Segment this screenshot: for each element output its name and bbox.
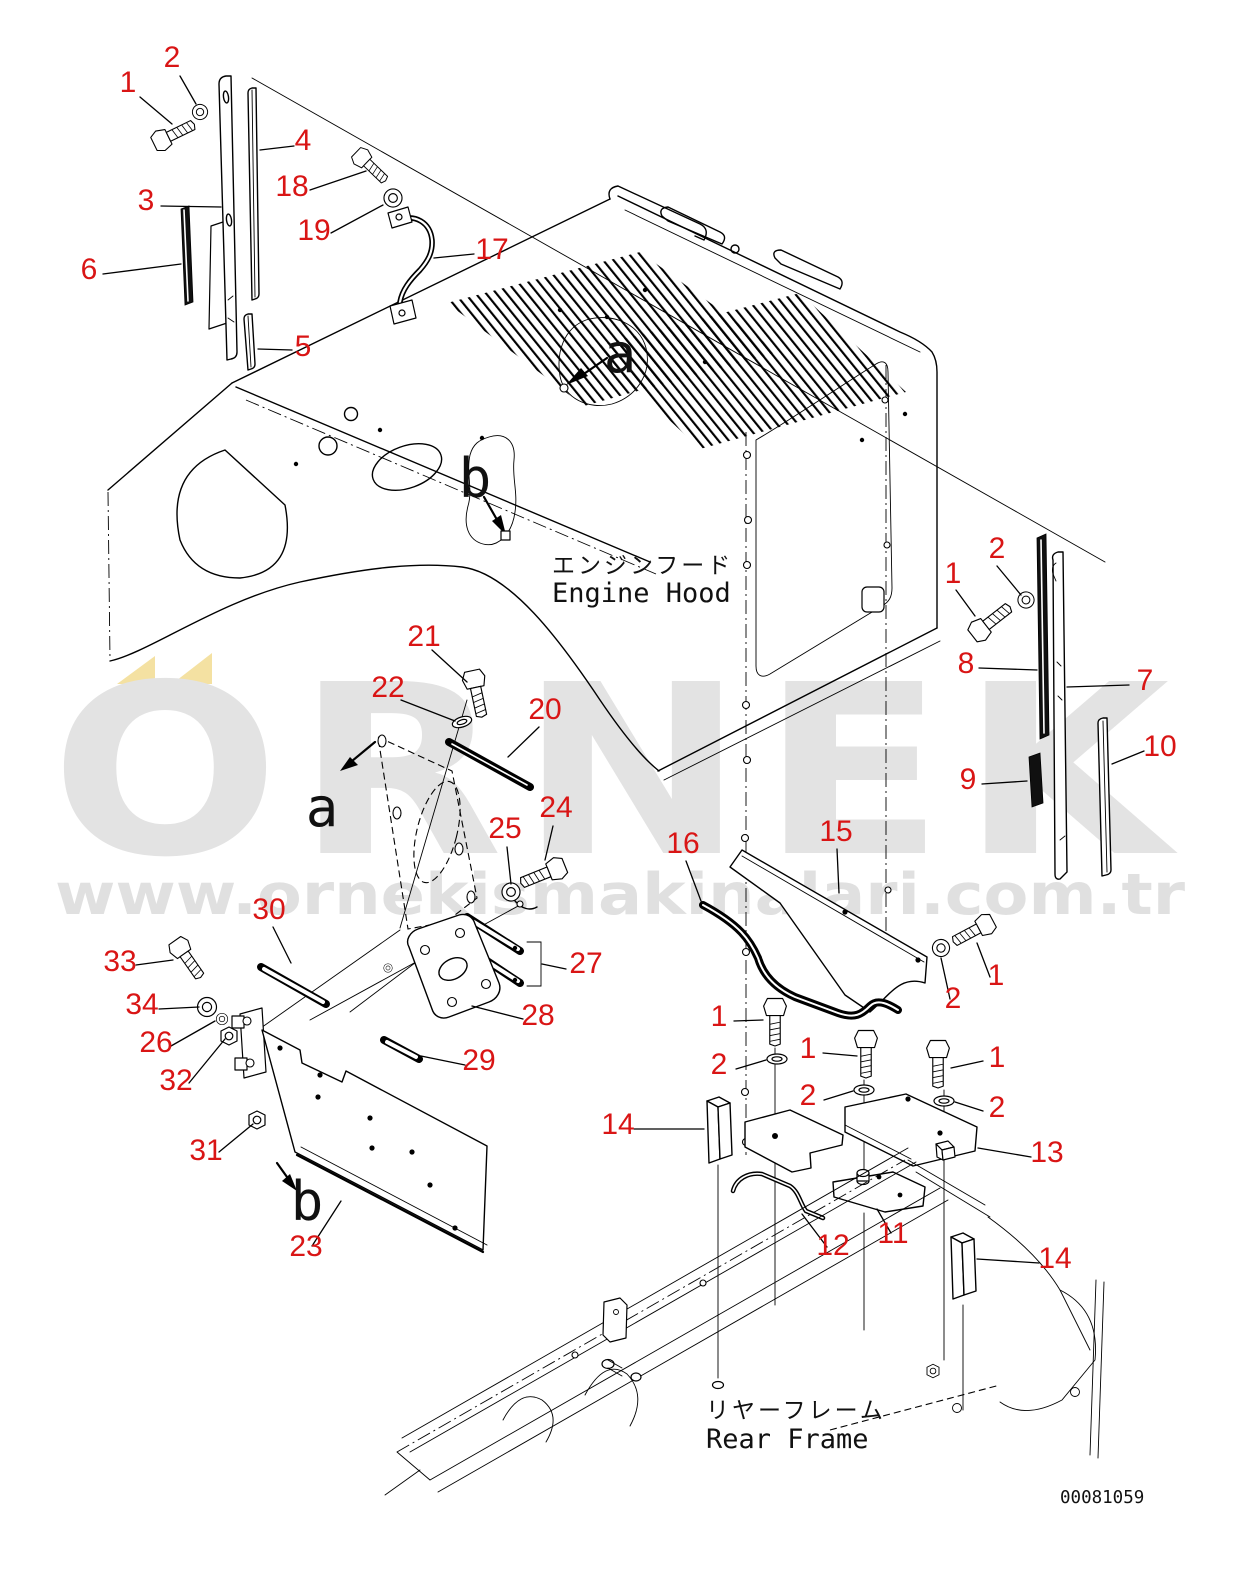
part-callout-2-14: 2 [989, 532, 1006, 565]
part-callout-12-42: 12 [816, 1229, 849, 1262]
part-callout-16-20: 16 [666, 827, 699, 860]
mount-plate-11 [832, 1168, 926, 1213]
middle-cluster [377, 667, 570, 973]
handle-17 [387, 206, 435, 325]
part-callout-31-32: 31 [189, 1134, 222, 1167]
part-callout-13-40: 13 [1030, 1136, 1063, 1169]
part-callout-1-37: 1 [989, 1041, 1006, 1074]
watermark-url: www.ornekismakinalari.com.tr [55, 862, 1185, 928]
part-callout-25-13: 25 [488, 812, 521, 845]
part-callout-11-41: 11 [877, 1217, 908, 1250]
part-callout-18-3: 18 [275, 170, 308, 203]
view-label-b-1: b [459, 447, 492, 510]
part-callout-7-17: 7 [1137, 664, 1154, 697]
rear-frame-drawing [384, 1147, 1105, 1496]
part-callout-29-31: 29 [462, 1044, 495, 1077]
leader-lines [102, 75, 1145, 1264]
plate23-cluster [165, 913, 542, 1254]
view-label-b-3: b [291, 1170, 324, 1233]
part-callout-1-33: 1 [711, 1000, 728, 1033]
drawing-number: 00081059 [1060, 1488, 1144, 1508]
hood-label-en: Engine Hood [552, 578, 731, 609]
plate15-seal16-cluster [699, 849, 999, 1020]
part-callout-4-2: 4 [295, 124, 312, 157]
part-callout-32-30: 32 [159, 1064, 192, 1097]
mount-plate-left [744, 1109, 844, 1173]
side-plate-23 [231, 1007, 488, 1254]
part-callout-2-23: 2 [945, 982, 962, 1015]
mounting-bracket-ghost [377, 734, 538, 930]
part-callout-1-15: 1 [945, 557, 962, 590]
part-callout-1-0: 1 [120, 66, 137, 99]
part-callout-9-19: 9 [960, 763, 977, 796]
part-callout-10-18: 10 [1143, 730, 1176, 763]
cover-plate-28 [406, 913, 501, 1019]
wire-12 [730, 1171, 826, 1221]
umlaut-accent-left-icon [117, 656, 155, 684]
right-strips-cluster [964, 533, 1112, 880]
left-parts-cluster [148, 75, 435, 371]
part-callout-17-7: 17 [475, 233, 508, 266]
part-callout-15-21: 15 [819, 815, 852, 848]
view-arrows [340, 740, 377, 771]
part-callout-3-5: 3 [138, 184, 155, 217]
detail-a-balloon [558, 317, 648, 406]
part-callout-27-27: 27 [569, 947, 602, 980]
part-callout-21-9: 21 [407, 620, 440, 653]
part-callout-2-38: 2 [989, 1091, 1006, 1124]
part-callout-19-4: 19 [297, 214, 330, 247]
view-letter-labels: a b a b [291, 322, 637, 1233]
engine-hood-drawing [107, 185, 941, 1155]
part-callout-34-26: 34 [125, 988, 158, 1021]
part-callout-20-11: 20 [528, 693, 561, 726]
part-callout-28-28: 28 [521, 999, 554, 1032]
bottom-mount-cluster [706, 997, 978, 1411]
hood-label-ja: エンジンフード [552, 553, 733, 579]
part-callout-1-35: 1 [800, 1032, 817, 1065]
watermark-brand: ORNEK [51, 634, 1186, 909]
part-callout-6-6: 6 [81, 253, 98, 286]
part-callout-8-16: 8 [958, 647, 975, 680]
part-callout-22-10: 22 [371, 671, 404, 704]
part-callout-1-22: 1 [988, 959, 1005, 992]
umlaut-accent-right-icon [172, 653, 212, 684]
part-callout-23-43: 23 [289, 1230, 322, 1263]
door-hinge-bolts [740, 396, 892, 1147]
watermark: ORNEK www.ornekismakinalari.com.tr [51, 634, 1186, 928]
part-callout-26-29: 26 [139, 1026, 172, 1059]
part-callout-33-25: 33 [103, 945, 136, 978]
frame-bosses [601, 1358, 940, 1390]
part-callout-14-39: 14 [601, 1108, 634, 1141]
part-callout-5-8: 5 [295, 330, 312, 363]
part-callout-30-24: 30 [252, 893, 285, 926]
part-callout-2-36: 2 [800, 1079, 817, 1112]
mount-plate-13 [844, 1093, 978, 1167]
part-callout-2-1: 2 [164, 41, 181, 74]
frame-label-ja: リヤーフレーム [706, 1398, 886, 1424]
part-callout-2-34: 2 [711, 1048, 728, 1081]
view-label-a-2: a [306, 776, 339, 839]
view-label-a-0: a [604, 322, 637, 385]
detail-b-balloon [465, 435, 517, 546]
part-callout-14-44: 14 [1038, 1242, 1071, 1275]
frame-label-en: Rear Frame [706, 1424, 869, 1455]
part-callout-24-12: 24 [539, 791, 572, 824]
